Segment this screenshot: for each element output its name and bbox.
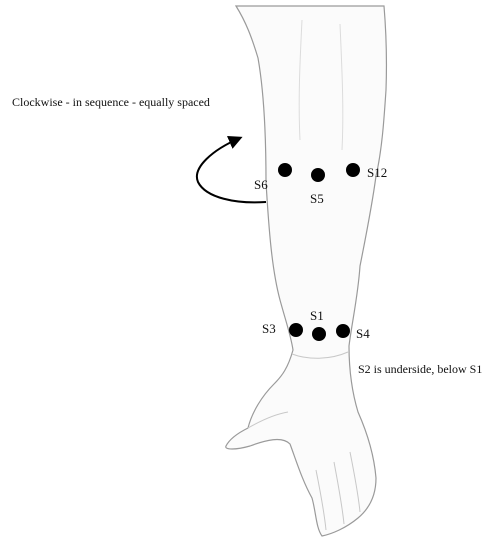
sensor-marker-s1 bbox=[312, 327, 326, 341]
sensor-label-s5: S5 bbox=[310, 192, 324, 205]
sensor-marker-s4 bbox=[336, 324, 350, 338]
rotation-note: Clockwise - in sequence - equally spaced bbox=[12, 96, 210, 108]
curved-arrow-icon bbox=[197, 138, 266, 202]
sensor-marker-s3 bbox=[289, 323, 303, 337]
sensor-label-s3: S3 bbox=[262, 322, 276, 335]
sensor-marker-s6 bbox=[278, 163, 292, 177]
sensor-marker-s12 bbox=[346, 163, 360, 177]
sensor-label-s12: S12 bbox=[367, 166, 387, 179]
sensor-marker-s5 bbox=[311, 168, 325, 182]
sensor-label-s6: S6 bbox=[254, 178, 268, 191]
sensor-label-s1: S1 bbox=[310, 309, 324, 322]
sensor-label-s4: S4 bbox=[356, 327, 370, 340]
forearm-outline bbox=[226, 6, 387, 536]
underside-note: S2 is underside, below S1 bbox=[358, 363, 482, 375]
